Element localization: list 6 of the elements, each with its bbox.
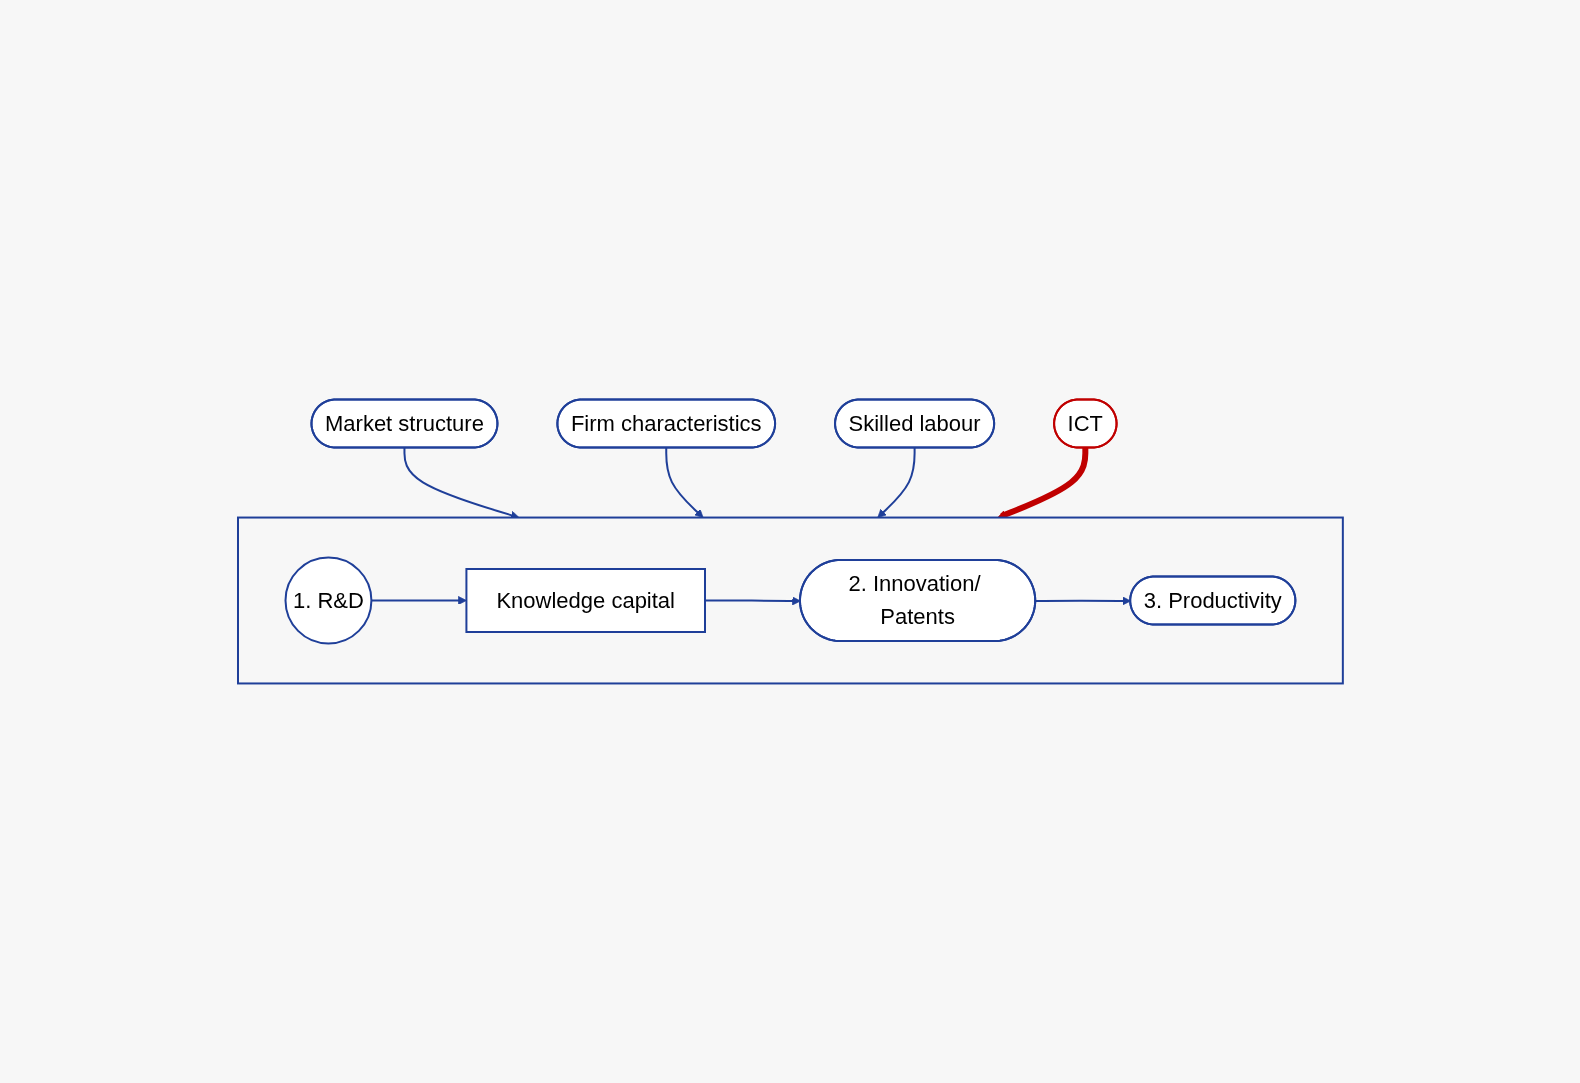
node-circle: 1. R&D bbox=[284, 556, 372, 645]
cluster bbox=[236, 516, 1344, 685]
arrow bbox=[997, 447, 1088, 519]
arrow bbox=[876, 446, 916, 518]
arrow bbox=[664, 446, 704, 518]
node-box: Knowledge capital bbox=[465, 568, 706, 633]
